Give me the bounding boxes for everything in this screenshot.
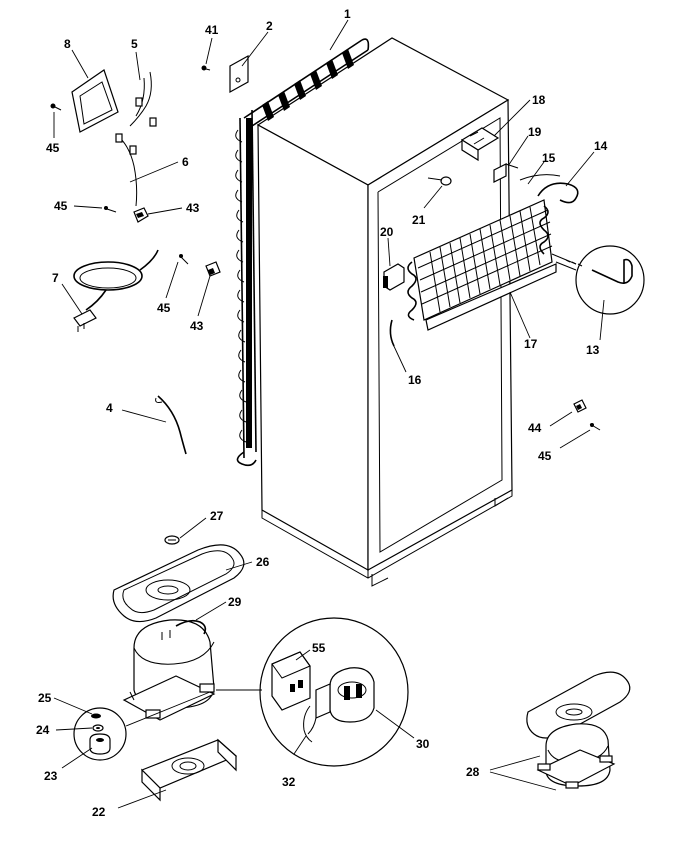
drier-detail (551, 245, 645, 315)
callout-22: 22 (92, 805, 106, 819)
callout-45b: 45 (54, 199, 68, 213)
callout-29: 29 (228, 595, 242, 609)
callout-13: 13 (586, 343, 600, 357)
callout-26: 26 (256, 555, 270, 569)
screw-45-a (50, 103, 62, 111)
callout-6: 6 (182, 155, 189, 169)
callout-labels: 1 2 41 8 5 45 6 45 43 7 45 43 4 18 19 14… (36, 7, 608, 819)
callout-45d: 45 (538, 449, 552, 463)
callout-21: 21 (412, 213, 426, 227)
compressor-assembly-28 (526, 671, 631, 789)
callout-7: 7 (52, 271, 59, 285)
callout-18: 18 (532, 93, 546, 107)
callout-24: 24 (36, 723, 50, 737)
clip-19 (493, 163, 519, 183)
callout-5: 5 (131, 37, 138, 51)
callout-43b: 43 (190, 319, 204, 333)
condenser-coil-left (235, 38, 370, 467)
leader-lines (53, 19, 605, 809)
callout-27: 27 (210, 509, 224, 523)
callout-14: 14 (594, 139, 608, 153)
cover-8 (71, 69, 119, 133)
callout-30: 30 (416, 737, 430, 751)
callout-20: 20 (380, 225, 394, 239)
screw-41 (201, 65, 211, 71)
callout-28: 28 (466, 765, 480, 779)
bracket-2 (229, 54, 249, 94)
callout-55: 55 (312, 641, 326, 655)
callout-43a: 43 (186, 201, 200, 215)
callout-41: 41 (205, 23, 219, 37)
screw-45-b (103, 206, 117, 213)
callout-32: 32 (282, 775, 296, 789)
refrigerator-cabinet (256, 37, 513, 587)
drain-pan-26 (112, 544, 245, 623)
callout-25: 25 (38, 691, 52, 705)
callout-4: 4 (106, 401, 113, 415)
callout-17: 17 (524, 337, 538, 351)
harness-5 (129, 71, 157, 127)
callout-44: 44 (528, 421, 542, 435)
clip-21 (427, 176, 452, 186)
harness-6 (115, 133, 138, 207)
callout-16: 16 (408, 373, 422, 387)
callout-15: 15 (542, 151, 556, 165)
compressor-29 (122, 619, 216, 721)
callout-45c: 45 (157, 301, 171, 315)
callout-2: 2 (266, 19, 273, 33)
clip-44 (573, 399, 587, 413)
callout-23: 23 (44, 769, 58, 783)
callout-19: 19 (528, 125, 542, 139)
screw-45-d (589, 423, 601, 431)
callout-8: 8 (64, 37, 71, 51)
clip-43-a (133, 207, 149, 223)
clip-43-b (205, 261, 221, 277)
grommet-27 (164, 535, 180, 545)
callout-1: 1 (344, 7, 351, 21)
drier-4 (155, 395, 187, 455)
grommet-detail (73, 691, 211, 761)
bracket-22 (140, 738, 238, 802)
condenser-assembly (407, 174, 579, 331)
power-cord-7 (73, 249, 159, 332)
relay-detail (216, 617, 409, 767)
screw-45-c (179, 254, 189, 265)
bracket-18 (460, 127, 500, 162)
bracket-20 (383, 263, 405, 291)
callout-45a: 45 (46, 141, 60, 155)
